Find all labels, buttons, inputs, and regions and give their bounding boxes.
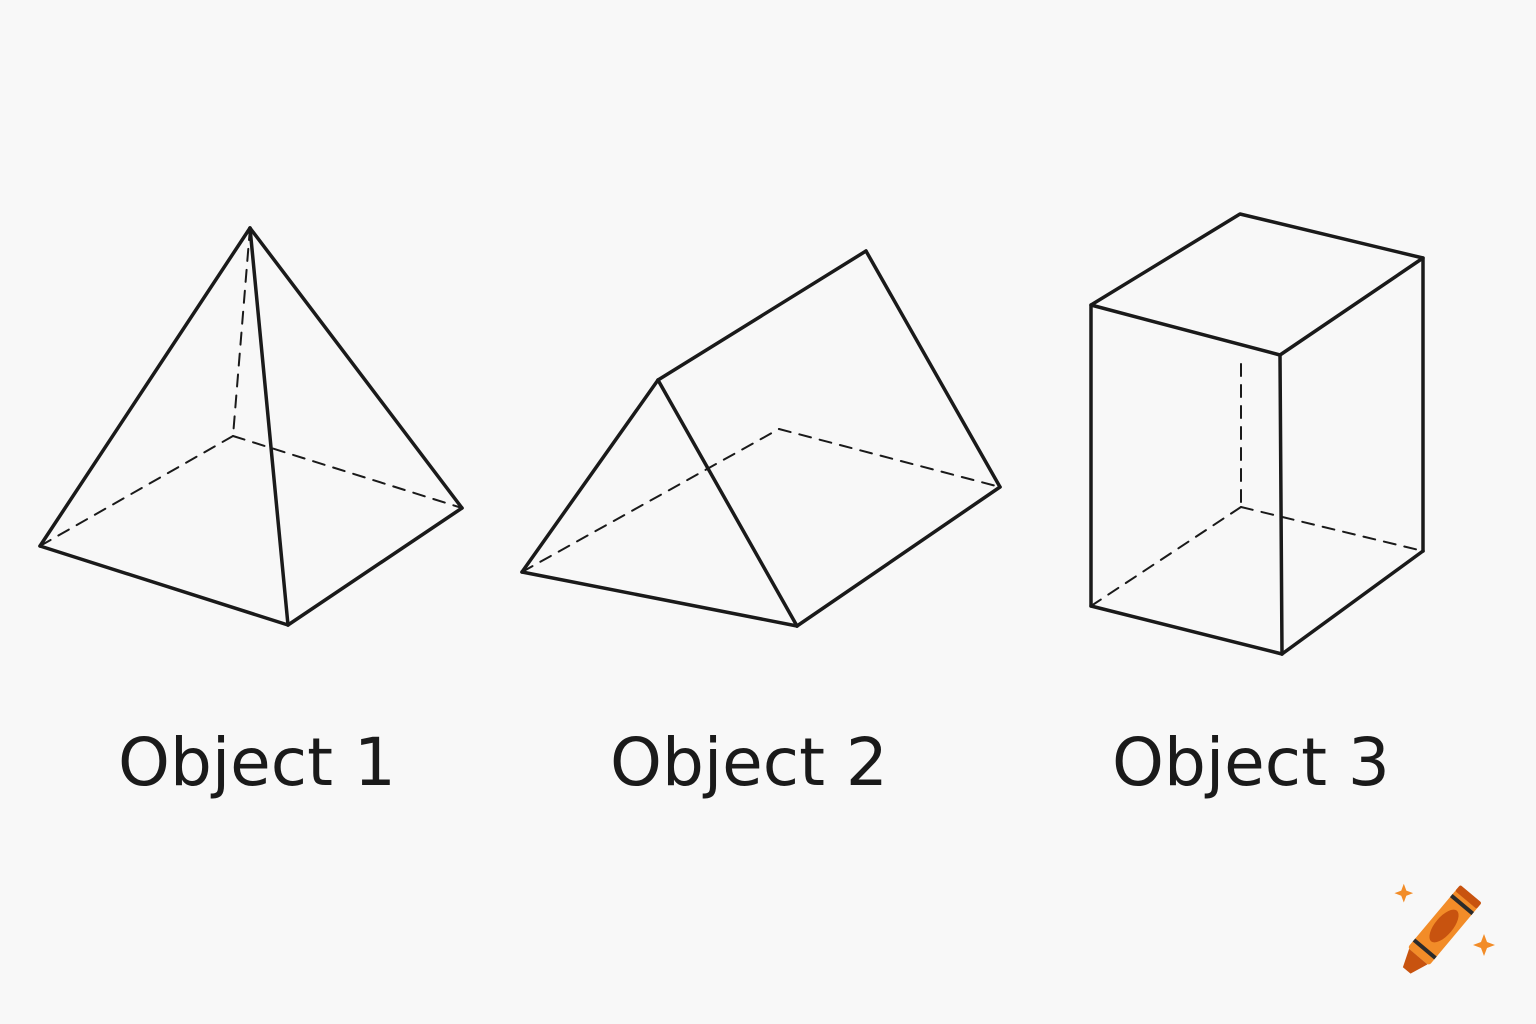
- object-1-pyramid: [38, 226, 464, 627]
- object-2-label: Object 2: [610, 724, 888, 801]
- object-2-triangular-prism: [520, 249, 1002, 628]
- object-1-label: Object 1: [118, 724, 396, 801]
- object-3-label: Object 3: [1112, 724, 1390, 801]
- object-3-rectangular-prism: [1089, 212, 1425, 656]
- crayon-icon: [1394, 883, 1495, 974]
